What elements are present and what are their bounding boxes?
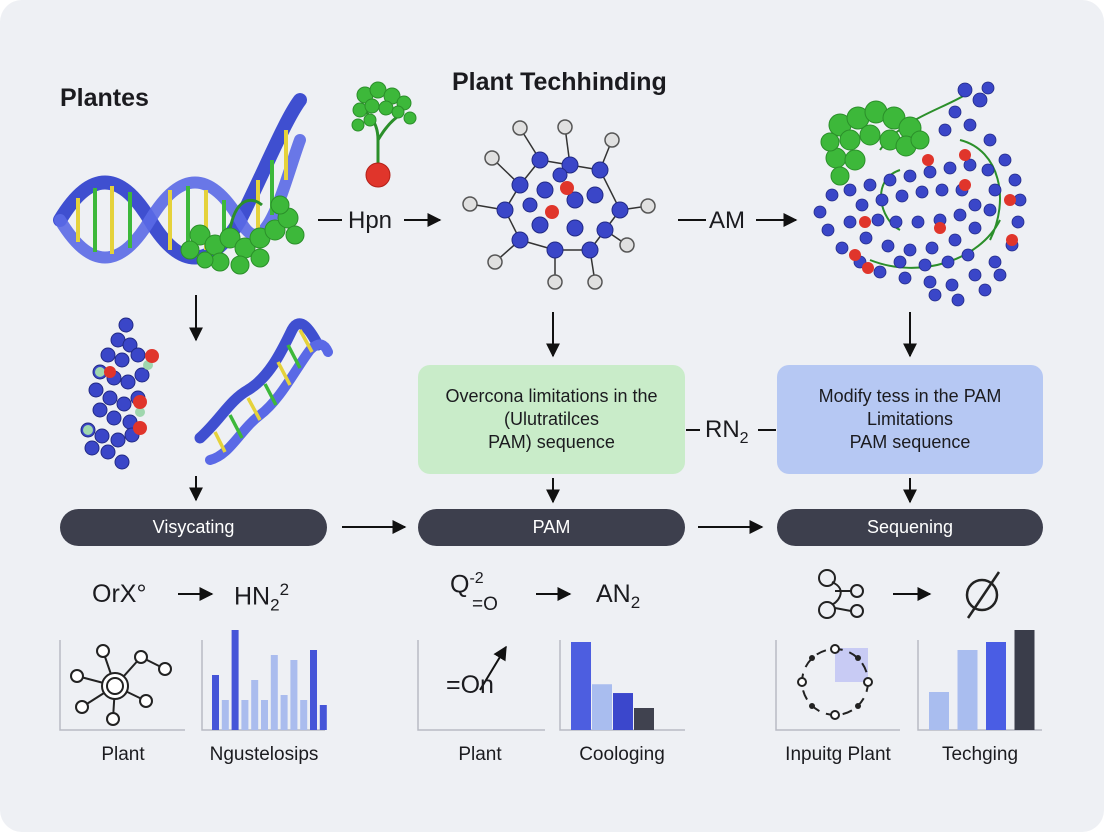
formula-mid-to: AN2 [596,580,641,612]
bar-2-2 [592,684,612,730]
slashed-circle-icon [965,571,1001,619]
flow-label-hpn: Hpn [348,207,393,234]
bar-1-12 [319,705,327,730]
formula-left-to: HN22 [234,580,290,615]
bar-chart-2 [571,642,654,730]
formula-mid-from-sub: =O [472,594,498,615]
bar-2-4 [634,708,654,730]
bar-3-4 [1014,630,1035,730]
plant-sprout-icon [351,81,417,188]
bar-3-3 [986,642,1006,730]
bar-1-10 [300,700,308,730]
protein-cluster-icon [180,195,305,275]
caption-coologing: Coologing [579,744,665,765]
chart-axes-3 [417,640,545,731]
bar-1-8 [280,695,288,730]
molecule-network-icon [462,119,656,290]
diagram-title: Plant Techhinding [452,68,667,96]
pill-pam: PAM [418,509,685,546]
bar-1-5 [251,680,259,730]
formula-mid-from: Q-2 [450,570,484,599]
cycle-diagram-icon [797,644,873,720]
bar-chart-3 [929,630,1035,730]
formula-inline-on: =On [446,671,494,699]
caption-ngustelosips: Ngustelosips [209,744,319,765]
bar-2-1 [571,642,591,730]
box-green-line-3: PAM) sequence [488,432,615,452]
bar-1-3 [231,630,239,730]
box-green-line-2: (Ulutratilces [503,409,600,429]
bar-3-2 [957,650,978,730]
small-dna-helix-icon [194,318,333,465]
bar-1-2 [221,700,229,730]
pill-visycating: Visycating [60,509,327,546]
network-node-icon [70,644,172,726]
bar-1-4 [241,700,249,730]
box-blue-line-3: PAM sequence [849,432,971,452]
bar-1-9 [290,660,298,730]
bar-3-1 [929,692,949,730]
bar-1-6 [261,700,268,730]
box-blue-line-2: Limitations [866,409,954,429]
formula-left-from: OrX° [92,580,147,608]
chart-panel-axes-1 [59,640,185,731]
bar-2-3 [613,693,633,730]
flow-label-am: AM [709,207,745,234]
caption-inpuitg-plant: Inpuitg Plant [785,744,891,765]
box-blue-line-1: Modify tess in the PAM [818,386,1002,406]
bar-1-7 [270,655,278,730]
large-protein-icon [813,81,1027,307]
protein-chain-icon [80,317,159,470]
corner-label: Plantes [60,84,149,112]
bar-1-11 [310,650,317,730]
flow-label-rn2: RN2 [705,416,749,447]
caption-techging: Techging [941,744,1019,765]
box-green-line-1: Overcona limitations in the [445,386,658,406]
bar-1-1 [212,675,219,730]
pill-sequening: Sequening [777,509,1043,546]
box-overcome-limitations: Overcona limitations in the (Ulutratilce… [418,365,685,474]
chart-axes-5 [775,640,900,731]
graph-network-icon [818,569,864,619]
bar-chart-1 [212,630,327,730]
caption-plant-2: Plant [458,744,502,765]
caption-plant-1: Plant [101,744,145,765]
box-modify-pam: Modify tess in the PAM Limitations PAM s… [777,365,1043,474]
